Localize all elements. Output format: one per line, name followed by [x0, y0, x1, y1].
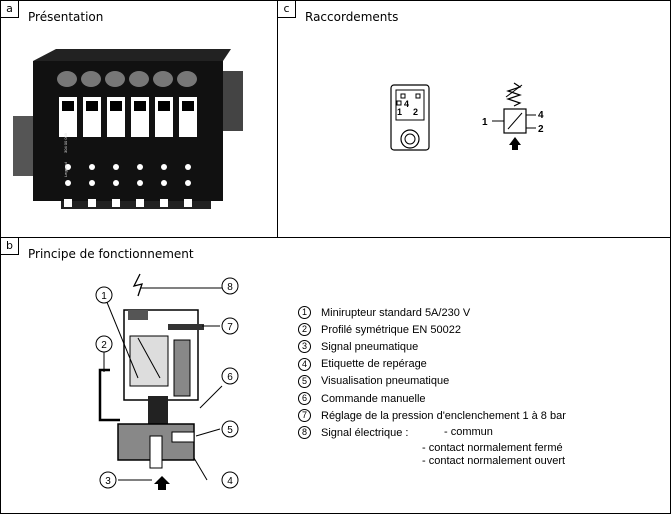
legend-text: Minirupteur standard 5A/230 V — [321, 306, 471, 319]
module-foot — [64, 199, 72, 207]
callout-number: 3 — [105, 476, 111, 487]
symbol-port-2: 2 — [538, 124, 544, 135]
callout-number: 4 — [227, 476, 233, 487]
product-photo: 304 00 009 Legrand — [13, 49, 243, 209]
module-port — [161, 180, 167, 186]
module-foot — [160, 199, 168, 207]
legend-number: 6 — [298, 392, 311, 406]
module-foot — [184, 199, 192, 207]
legend-item: 8 Signal électrique : - commun — [298, 424, 566, 441]
module-port — [89, 164, 95, 170]
module-port — [113, 180, 119, 186]
legend: 1 Minirupteur standard 5A/230 V 2 Profilé s… — [298, 304, 566, 469]
legend-item: 7 Réglage de la pression d'enclenchement … — [298, 407, 566, 424]
module-knob — [57, 71, 77, 87]
module-port — [137, 180, 143, 186]
panel-presentation: a Présentation 304 00 009 Legrand — [0, 0, 278, 238]
callout-circle — [221, 277, 239, 295]
module-foot — [88, 199, 96, 207]
legend-subitem: - commun — [444, 426, 493, 439]
callout-circle — [221, 317, 239, 335]
legend-number: 5 — [298, 374, 311, 388]
module-foot — [112, 199, 120, 207]
legend-number: 4 — [298, 357, 311, 371]
module-port — [185, 180, 191, 186]
callout-circle — [221, 471, 239, 489]
module-foot — [136, 199, 144, 207]
legend-item: 1 Minirupteur standard 5A/230 V — [298, 304, 566, 321]
legend-number: 7 — [298, 409, 311, 423]
legend-text: Visualisation pneumatique — [321, 375, 450, 388]
panel-tag-c: c — [278, 1, 296, 18]
module-symbol — [182, 101, 194, 111]
callout-circle — [95, 286, 113, 304]
front-port-4: 4 — [404, 99, 409, 109]
panel-tag-a: a — [1, 1, 19, 18]
legend-subitem: - contact normalement fermé — [422, 441, 563, 454]
module-port — [161, 164, 167, 170]
callout-number: 8 — [227, 282, 233, 293]
module-symbol — [158, 101, 170, 111]
panel-title-presentation: Présentation — [28, 10, 104, 24]
legend-number: 2 — [298, 323, 311, 337]
front-port-2: 2 — [413, 107, 418, 117]
legend-text: Profilé symétrique EN 50022 — [321, 323, 462, 336]
device-brand-label: Legrand — [63, 162, 68, 177]
module-symbol — [134, 101, 146, 111]
legend-text: Etiquette de repérage — [321, 358, 427, 371]
module-port — [137, 164, 143, 170]
module-port — [113, 164, 119, 170]
callout-number: 1 — [101, 291, 107, 302]
panel-raccordements: c Raccordements 4 1 2 1 4 2 — [277, 0, 671, 238]
callout-circle — [95, 335, 113, 353]
module-port — [185, 164, 191, 170]
legend-number: 3 — [298, 340, 311, 354]
module-knob — [177, 71, 197, 87]
module-port — [65, 164, 71, 170]
legend-number: 1 — [298, 306, 311, 320]
legend-item: 5 Visualisation pneumatique — [298, 373, 566, 390]
module-symbol — [86, 101, 98, 111]
module-knob — [129, 71, 149, 87]
device-code-label: 304 00 009 — [63, 132, 68, 153]
connection-diagram: 4 1 2 1 4 2 — [390, 82, 544, 151]
panel-title-principe: Principe de fonctionnement — [28, 247, 194, 261]
operating-principle-diagram: 1 2 3 4 5 6 7 8 — [95, 273, 239, 490]
legend-item: 3 Signal pneumatique — [298, 338, 566, 355]
legend-text: Signal pneumatique — [321, 340, 419, 353]
panel-title-raccordements: Raccordements — [305, 10, 399, 24]
module-knob — [81, 71, 101, 87]
module-symbol — [62, 101, 74, 111]
legend-item: 6 Commande manuelle — [298, 390, 566, 407]
callout-number: 5 — [227, 425, 233, 436]
module-knob — [153, 71, 173, 87]
callout-circle — [221, 420, 239, 438]
legend-item: 4 Etiquette de repérage — [298, 356, 566, 373]
symbol-port-1: 1 — [482, 117, 488, 128]
legend-item: 2 Profilé symétrique EN 50022 — [298, 321, 566, 338]
callout-number: 2 — [101, 340, 107, 351]
legend-text: Réglage de la pression d'enclenchement 1… — [321, 409, 566, 422]
legend-text: Signal électrique : — [321, 426, 409, 439]
legend-subitem: - contact normalement ouvert — [422, 455, 566, 467]
module-symbol — [110, 101, 122, 111]
module-port — [65, 180, 71, 186]
callout-number: 7 — [227, 322, 233, 333]
module-knob — [105, 71, 125, 87]
front-port-1: 1 — [397, 107, 402, 117]
panel-tag-b: b — [1, 238, 19, 255]
legend-number: 8 — [298, 426, 311, 440]
module-port — [89, 180, 95, 186]
callout-circle — [99, 471, 117, 489]
symbol-port-4: 4 — [538, 110, 544, 121]
legend-text: Commande manuelle — [321, 392, 426, 405]
callout-number: 6 — [227, 372, 233, 383]
callout-circle — [221, 367, 239, 385]
